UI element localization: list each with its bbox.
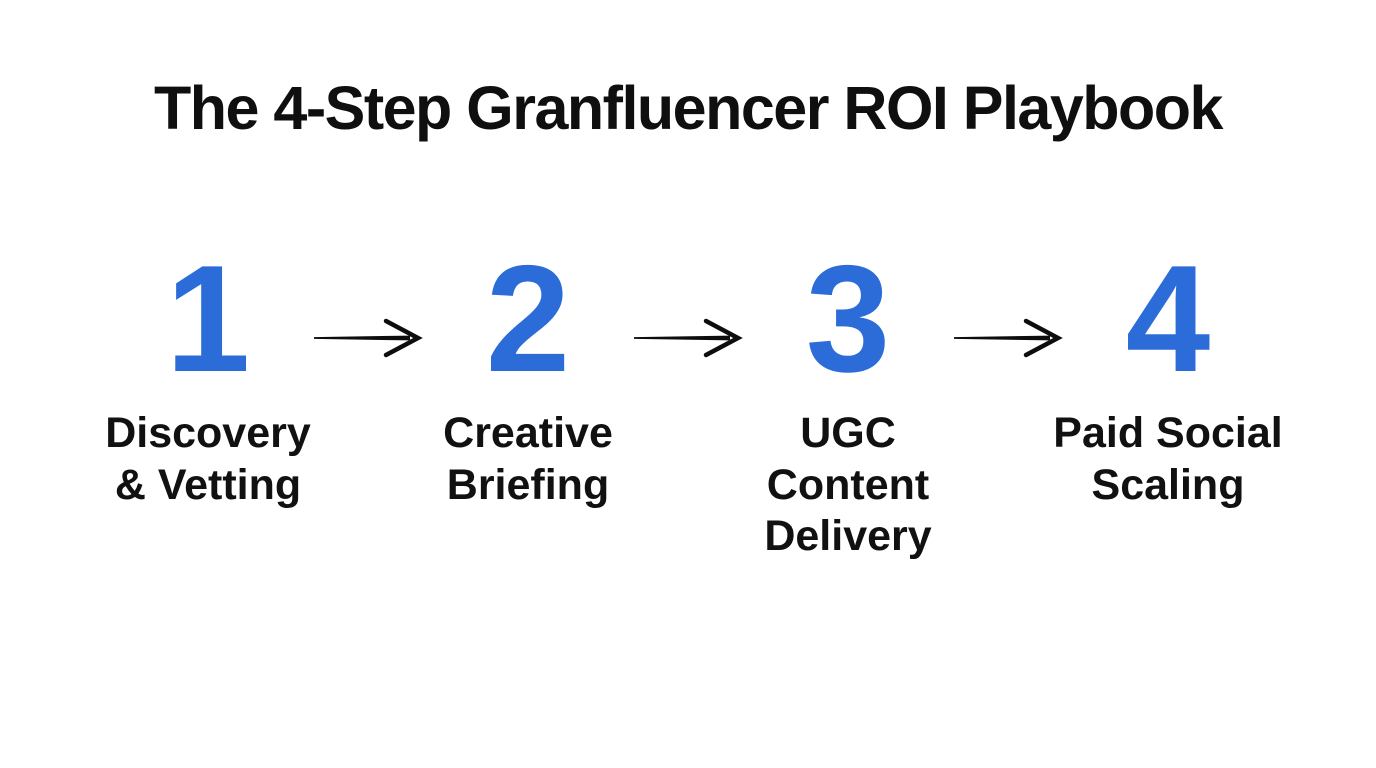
right-arrow-icon [314,318,423,358]
step-4-number: 4 [1125,234,1211,405]
step-3: 3 UGC Content Delivery [718,234,978,563]
step-3-number: 3 [805,234,891,405]
right-arrow-icon [954,318,1063,358]
process-flow: 1 Discovery & Vetting 2 Creative Briefin… [0,234,1376,563]
page-title: The 4-Step Granfluencer ROI Playbook [154,74,1223,142]
step-3-label: UGC Content Delivery [764,409,932,561]
step-1: 1 Discovery & Vetting [78,234,338,511]
step-2-number: 2 [485,234,571,405]
arrow-cell-3 [954,244,1063,394]
arrow-cell-1 [314,244,423,394]
step-1-label: Discovery & Vetting [105,409,311,509]
step-2-label: Creative Briefing [443,409,613,509]
step-4: 4 Paid Social Scaling [1038,234,1298,511]
arrow-cell-2 [634,244,743,394]
step-2: 2 Creative Briefing [398,234,658,511]
step-1-number: 1 [165,234,251,405]
step-4-label: Paid Social Scaling [1053,409,1283,509]
right-arrow-icon [634,318,743,358]
